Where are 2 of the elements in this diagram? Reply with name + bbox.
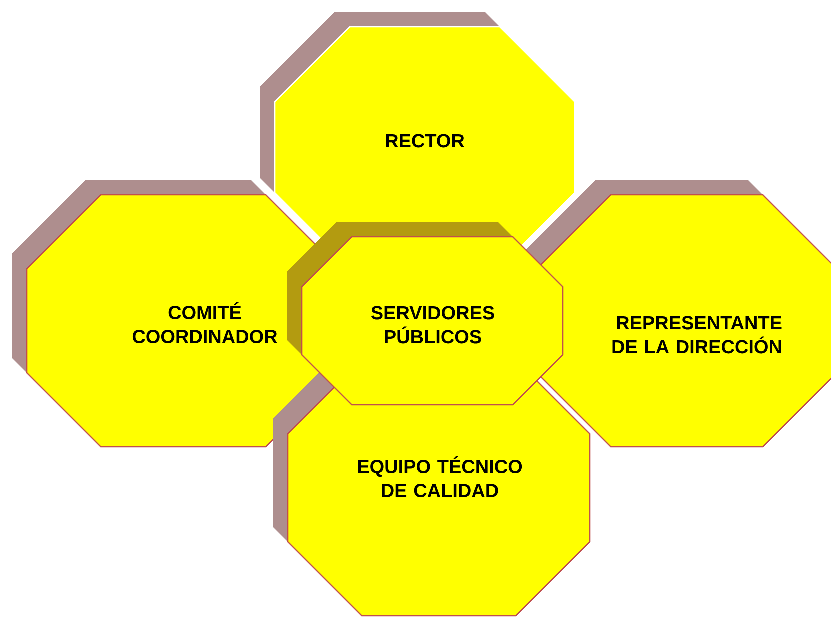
node-label: EQUIPO TÉCNICO DE CALIDAD [358, 456, 522, 498]
octagon-node: SERVIDORES PÚBLICOS [287, 222, 564, 406]
